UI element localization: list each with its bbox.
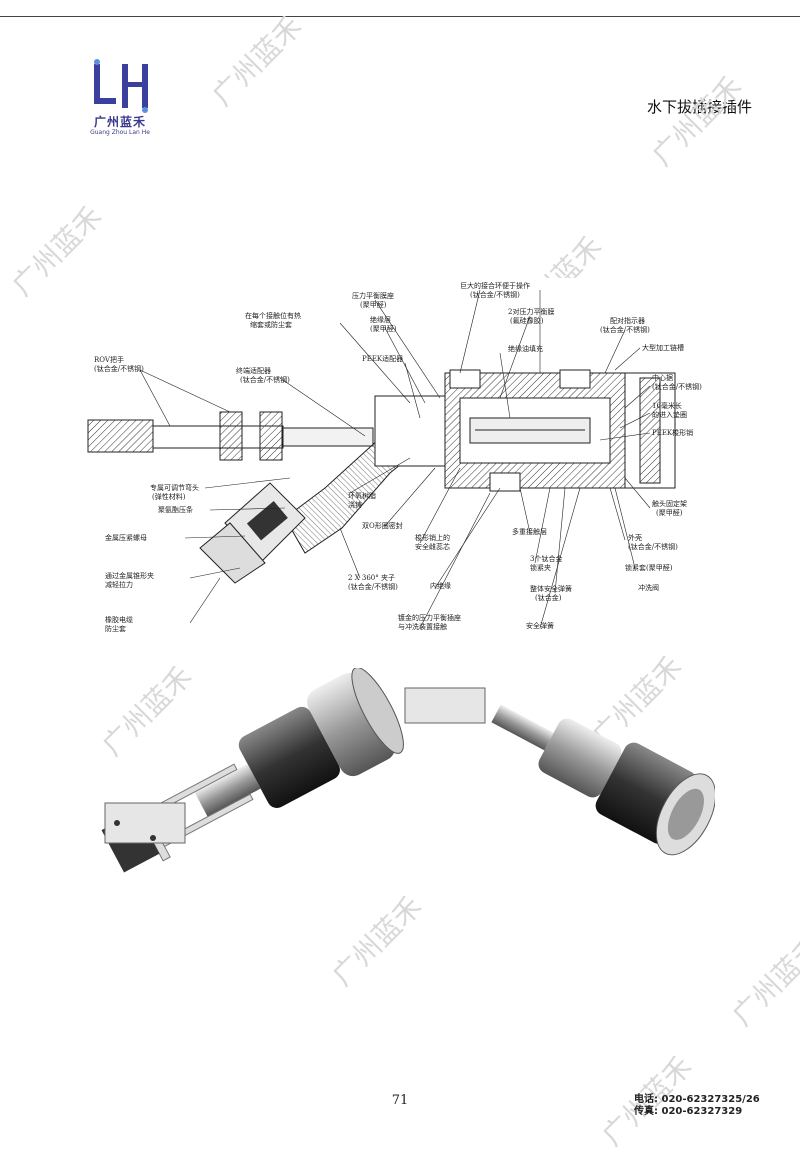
label-contact-holder: 触头固定架 <box>652 499 687 508</box>
label-strain-relief: 通过金属锥形夹 <box>105 571 154 580</box>
label-pressure-membrane-seat: 压力平衡膜座 <box>352 291 394 300</box>
watermark: 广州蓝禾 <box>725 929 800 1033</box>
label-center-ring-material: (钛合金/不锈钢) <box>652 382 702 391</box>
label-clamps-material: (钛合金/不锈钢) <box>348 582 398 591</box>
label-compression-nut: 金属压紧螺母 <box>105 533 147 542</box>
label-safety-core: 梭形销上的 <box>415 533 450 542</box>
label-termination-adapter: 终端适配器 <box>236 366 271 375</box>
label-mating-indicator: 配对指示器 <box>610 316 645 325</box>
label-pressure-membranes: 2对压力平衡膜 <box>508 307 554 316</box>
label-safety-core-2: 安全雌蕊芯 <box>415 542 450 551</box>
phone-number: 电话: 020-62327325/26 <box>634 1094 760 1105</box>
label-clamps: 2 X 360° 夹子 <box>348 573 395 582</box>
label-entry-washer: 16毫米长 <box>652 401 682 410</box>
logo-text-en: Guang Zhou Lan He <box>90 129 150 136</box>
watermark: 广州蓝禾 <box>325 889 429 993</box>
label-safety-spring-integral: 整体安全弹簧 <box>530 584 572 593</box>
label-safety-spring-material: (钛合金) <box>535 593 562 602</box>
label-heat-shrink: 在每个接触位有热 <box>245 311 301 320</box>
label-locking-clips-2: 锁紧夹 <box>530 563 551 572</box>
label-epoxy-2: 浇铸 <box>348 500 362 509</box>
label-strain-relief-2: 减轻拉力 <box>105 580 133 589</box>
label-safety-spring: 安全弹簧 <box>526 621 554 630</box>
logo-text-cn: 广州蓝禾 <box>93 115 146 129</box>
label-rubber-cable: 橡胶电缆 <box>105 615 133 624</box>
page-title: 水下拔插接插件 <box>646 98 752 116</box>
label-pu-strip: 聚氨酯压条 <box>158 505 193 514</box>
label-rubber-cable-2: 防尘套 <box>105 624 126 633</box>
fax-number: 传真: 020-62327329 <box>634 1106 743 1117</box>
label-rov-handle-material: (钛合金/不锈钢) <box>94 364 144 373</box>
label-double-o-ring: 双O形圈密封 <box>362 521 403 530</box>
label-center-ring: 中心据 <box>652 373 673 382</box>
label-locking-sleeve: 锁紧套(聚甲醛) <box>625 563 673 572</box>
label-housing: 外壳 <box>628 533 642 542</box>
label-rov-handle: ROV把手 <box>94 355 124 364</box>
header-rule <box>0 16 800 17</box>
label-locking-clips: 3个钛合金 <box>530 554 562 563</box>
label-peek-adapter: PEEK适配器 <box>362 354 403 363</box>
label-engagement-ring-material: (钛合金/不锈钢) <box>470 290 520 299</box>
label-flush-valve: 冲洗阀 <box>638 583 659 592</box>
connector-cross-section-diagram: 压力平衡膜座 (聚甲醛) 巨大的接合环便于操作 (钛合金/不锈钢) 在每个接触位… <box>80 278 730 653</box>
watermark: 广州蓝禾 <box>205 9 309 113</box>
label-gold-socket: 镀金的压力平衡插座 <box>398 613 461 622</box>
label-termination-adapter-material: (钛合金/不锈钢) <box>240 375 290 384</box>
label-oil-fill: 绝缘油填充 <box>508 344 543 353</box>
label-inner-insulation: 内绝缘 <box>430 581 451 590</box>
label-bend-restrictor-material: (弹性材料) <box>152 492 186 501</box>
label-gold-socket-2: 与冲洗装置接触 <box>398 622 447 631</box>
contact-info: 电话: 020-62327325/26 传真: 020-62327329 <box>634 1094 760 1118</box>
label-machined-groove: 大型加工链槽 <box>642 343 684 352</box>
label-insulation-material: (聚甲醛) <box>370 324 397 333</box>
label-pressure-membrane-seat-material: (聚甲醛) <box>360 300 387 309</box>
label-epoxy: 环氧树脂 <box>348 491 376 500</box>
connector-3d-rendering <box>95 667 717 876</box>
watermark: 广州蓝禾 <box>645 69 749 173</box>
label-heat-shrink-2: 缩套或防尘套 <box>250 320 292 329</box>
page-number: 71 <box>391 1093 409 1108</box>
label-multi-contact: 多重接触层 <box>512 527 547 536</box>
label-contact-holder-material: (聚甲醛) <box>656 508 683 517</box>
label-bend-restrictor: 专属可调节弯头 <box>150 483 199 492</box>
label-engagement-ring: 巨大的接合环便于操作 <box>460 281 530 290</box>
company-logo: 广州蓝禾 Guang Zhou Lan He <box>84 58 156 142</box>
label-entry-washer-2: 的进入垫圈 <box>652 410 687 419</box>
label-insulation: 绝缘层 <box>370 315 391 324</box>
label-pressure-membranes-material: (氟硅橡胶) <box>510 316 544 325</box>
label-peek-shuttle-pin: PEEK梭形销 <box>652 428 693 437</box>
label-mating-indicator-material: (钛合金/不锈钢) <box>600 325 650 334</box>
label-housing-material: (钛合金/不锈钢) <box>628 542 678 551</box>
